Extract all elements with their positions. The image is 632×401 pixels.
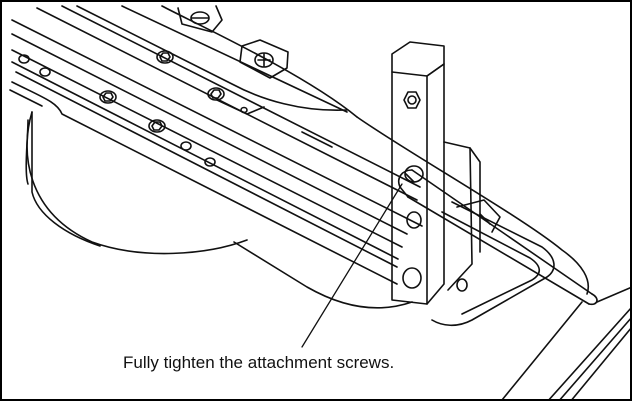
upper-clamps (177, 5, 289, 79)
screw-4 (148, 119, 166, 133)
round-body (25, 111, 248, 255)
hex-key (397, 169, 598, 306)
screw-1 (99, 90, 117, 104)
screw-2 (156, 50, 174, 64)
base-plate (233, 116, 630, 399)
pointer-line (301, 183, 403, 348)
screw-3 (207, 87, 225, 101)
instruction-caption: Fully tighten the attachment screws. (120, 353, 398, 373)
rail-screws (99, 50, 225, 133)
long-rail (9, 5, 423, 285)
